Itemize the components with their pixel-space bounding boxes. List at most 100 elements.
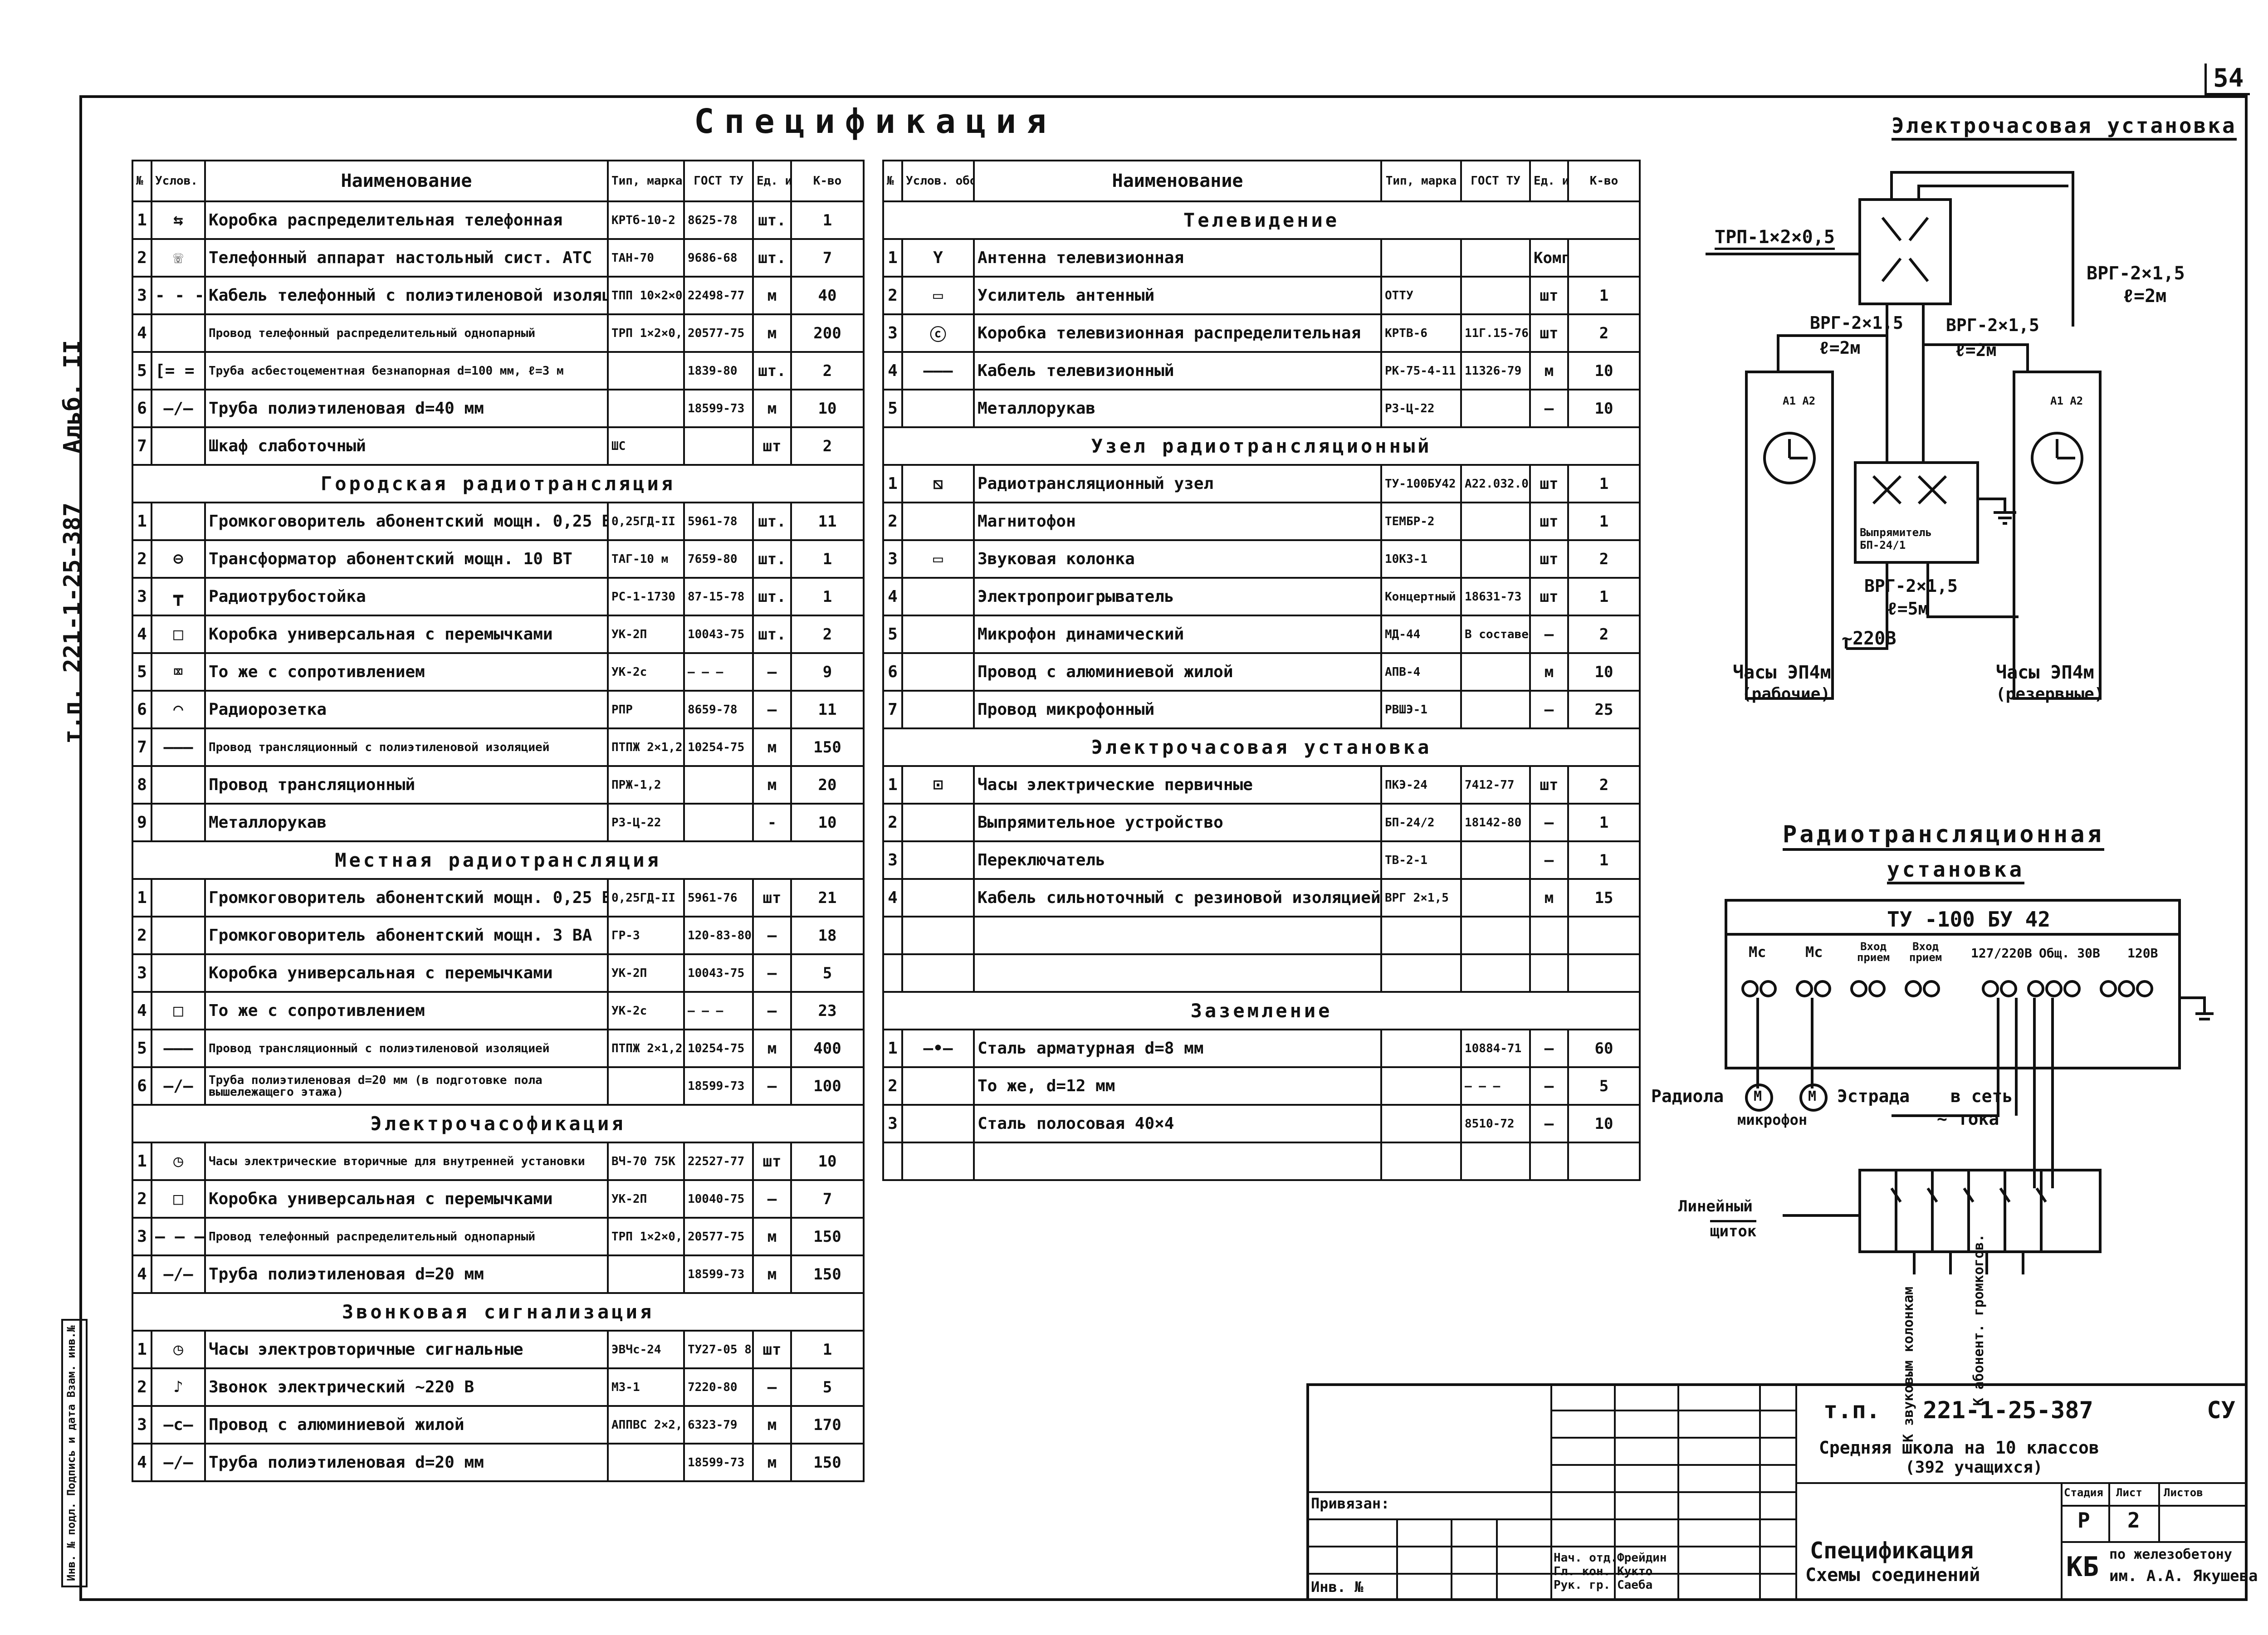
item-unit: —: [1529, 1029, 1569, 1068]
rectifier-label: Выпрямитель БП-24/1: [1860, 526, 1932, 552]
clock-vrg-left: ВРГ-2×1,5: [1810, 313, 1903, 333]
row-number: 4: [132, 1443, 152, 1482]
item-type: КРТВ-6: [1380, 313, 1462, 353]
item-qty: 40: [790, 276, 865, 315]
item-type: [607, 351, 685, 390]
item-type: ЭВЧс-24: [607, 1330, 685, 1369]
row-number: 1: [132, 502, 152, 541]
row-number: 1: [882, 1029, 903, 1068]
symbol-cell: [151, 953, 206, 993]
item-name: Громкоговоритель абонентский мощн. 3 ВА: [204, 916, 609, 955]
item-gost: 18599-73: [683, 1066, 754, 1106]
item-qty: [1567, 238, 1641, 278]
item-unit: шт: [752, 1142, 792, 1181]
item-qty: 25: [1567, 690, 1641, 729]
table-row: 7———Провод трансляционный с полиэтиленов…: [132, 727, 865, 767]
item-unit: м: [752, 1029, 792, 1068]
item-gost: 10040-75: [683, 1179, 754, 1219]
item-type: ШС: [607, 426, 685, 466]
net-label2: ~ тока: [1937, 1109, 1999, 1129]
item-unit: —: [752, 1066, 792, 1106]
item-unit: —: [752, 652, 792, 692]
row-number: 2: [132, 238, 152, 278]
item-gost: 8659-78: [683, 690, 754, 729]
item-qty: 400: [790, 1029, 865, 1068]
item-qty: 7: [790, 1179, 865, 1219]
row-number: 5: [882, 389, 903, 428]
row-number: 3: [132, 953, 152, 993]
item-gost: [1460, 878, 1531, 918]
item-qty: 1: [1567, 502, 1641, 541]
item-qty: 2: [1567, 539, 1641, 579]
item-type: 0,25ГД-II: [607, 502, 685, 541]
radio-term-7: 120В: [2127, 946, 2158, 961]
item-qty: 11: [790, 690, 865, 729]
item-type: УК-2П: [607, 615, 685, 654]
row-number: 1: [132, 878, 152, 918]
symbol-cell: ———: [901, 351, 975, 390]
item-name: Трансформатор абонентский мощн. 10 ВТ: [204, 539, 609, 579]
line-box-label2: щиток: [1710, 1220, 1757, 1240]
right-col-header-0: № п/п: [882, 160, 903, 202]
item-unit: шт: [1529, 765, 1569, 805]
row-number: 4: [132, 991, 152, 1030]
terminal-12: [2063, 980, 2081, 997]
item-name: Телефонный аппарат настольный сист. АТС: [204, 238, 609, 278]
item-gost: 10254-75: [683, 727, 754, 767]
item-unit: м: [752, 1254, 792, 1294]
item-qty: 1: [790, 577, 865, 616]
item-unit: м: [752, 389, 792, 428]
item-type: ВРГ 2×1,5: [1380, 878, 1462, 918]
left-col-header-3: Тип, марка: [607, 160, 685, 202]
item-unit: м: [752, 1443, 792, 1482]
clock-vrg-bottom: ВРГ-2×1,5: [1864, 576, 1958, 596]
symbol-cell: ⧅: [901, 464, 975, 503]
item-gost: 18599-73: [683, 389, 754, 428]
item-type: Р3-Ц-22: [1380, 389, 1462, 428]
item-gost: 7220-80: [683, 1367, 754, 1407]
item-unit: —: [752, 991, 792, 1030]
radio-term-2: Мс: [1805, 943, 1823, 961]
drawing-frame: [79, 95, 2248, 1601]
item-gost: 8510-72: [1460, 1104, 1531, 1143]
item-unit: —: [752, 1367, 792, 1407]
item-unit: —: [1529, 840, 1569, 880]
clock-vrg-left-len: ℓ=2м: [1819, 338, 1861, 358]
clock-reserve: Часы ЭП4м: [1996, 662, 2094, 683]
section-title: Электрочасовая установка: [882, 727, 1641, 767]
row-number: 5: [882, 615, 903, 654]
row-number: 5: [132, 652, 152, 692]
item-unit: шт.: [752, 615, 792, 654]
row-number: 7: [132, 426, 152, 466]
terminal-4: [1850, 980, 1867, 997]
clock-vrg-bottom-len: ℓ=5м: [1887, 599, 1929, 619]
empty-cell: [1567, 916, 1641, 955]
item-gost: 7412-77: [1460, 765, 1531, 805]
item-name: Провод трансляционный с полиэтиленовой и…: [204, 1029, 609, 1068]
item-qty: 10: [1567, 652, 1641, 692]
item-qty: 1: [790, 200, 865, 240]
item-type: МЗ-1: [607, 1367, 685, 1407]
empty-cell: [973, 916, 1382, 955]
tb-role-1: Нач. отд.: [1554, 1551, 1618, 1565]
row-number: 3: [132, 1405, 152, 1445]
item-qty: 1: [1567, 803, 1641, 842]
item-name: Часы электровторичные сигнальные: [204, 1330, 609, 1369]
item-unit: шт: [1529, 539, 1569, 579]
item-name: Труба асбестоцементная безнапорная d=100…: [204, 351, 609, 390]
row-number: 2: [882, 502, 903, 541]
item-unit: шт: [752, 426, 792, 466]
item-name: Труба полиэтиленовая d=20 мм: [204, 1443, 609, 1482]
empty-cell: [1380, 953, 1462, 993]
item-unit: -: [752, 803, 792, 842]
item-unit: шт.: [752, 238, 792, 278]
terminal-11: [2045, 980, 2063, 997]
